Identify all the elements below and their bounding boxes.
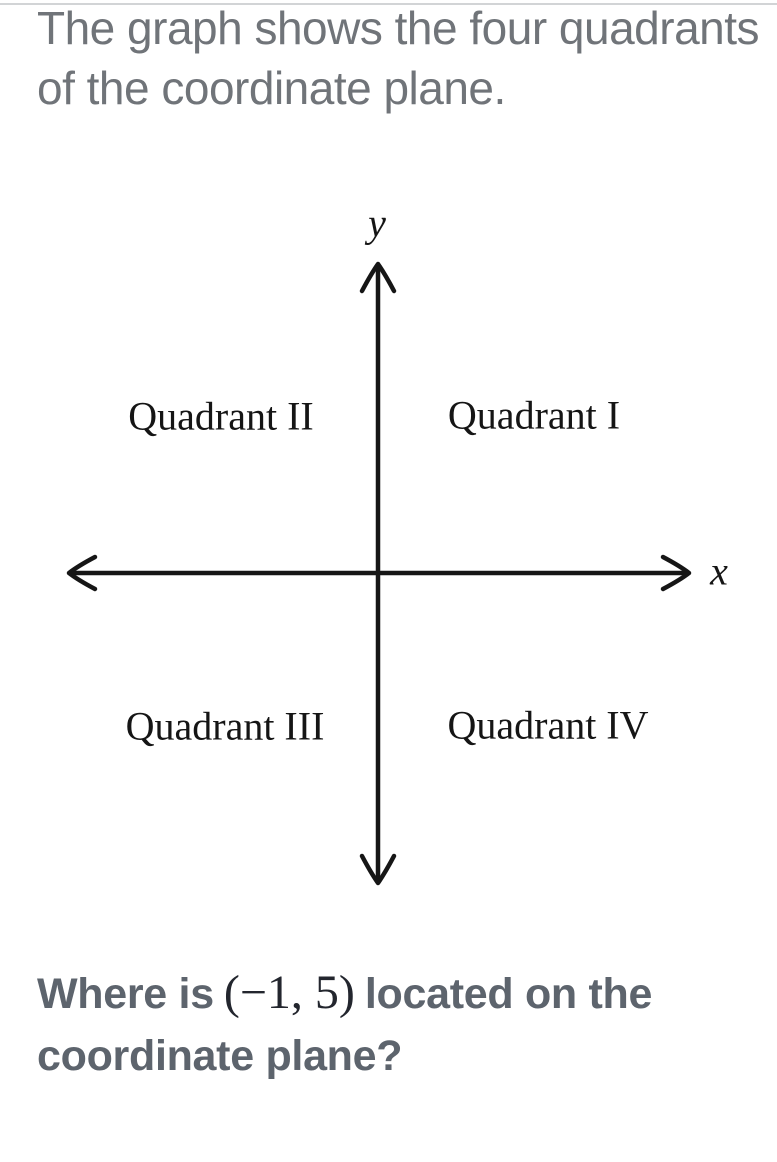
arrowhead-up-icon bbox=[359, 261, 397, 294]
quadrant-iv-label: Quadrant IV bbox=[447, 702, 649, 748]
question-line-1: Where is(−1, 5)located on the bbox=[37, 962, 757, 1025]
question-text: Where is(−1, 5)located on the coordinate… bbox=[37, 962, 757, 1087]
y-axis-label: y bbox=[368, 200, 386, 246]
question-suffix: located on the bbox=[364, 970, 653, 1018]
intro-text: The graph shows the four quadrants of th… bbox=[37, 0, 777, 118]
question-line-2: coordinate plane? bbox=[37, 1032, 403, 1080]
arrowhead-left-icon bbox=[66, 554, 98, 592]
intro-line-1: The graph shows the four quadrants bbox=[37, 2, 760, 54]
coordinate-plane-diagram bbox=[66, 261, 692, 886]
x-axis-label: x bbox=[710, 548, 728, 594]
quadrant-iii-label: Quadrant III bbox=[125, 703, 325, 749]
arrowhead-right-icon bbox=[660, 554, 692, 592]
quadrant-i-label: Quadrant I bbox=[447, 392, 621, 438]
quadrant-ii-label: Quadrant II bbox=[128, 393, 314, 439]
intro-line-2: of the coordinate plane. bbox=[37, 62, 506, 114]
arrowhead-down-icon bbox=[359, 853, 397, 886]
question-prefix: Where is bbox=[37, 970, 214, 1018]
question-math-point: (−1, 5) bbox=[223, 966, 355, 1019]
top-divider bbox=[0, 3, 777, 5]
